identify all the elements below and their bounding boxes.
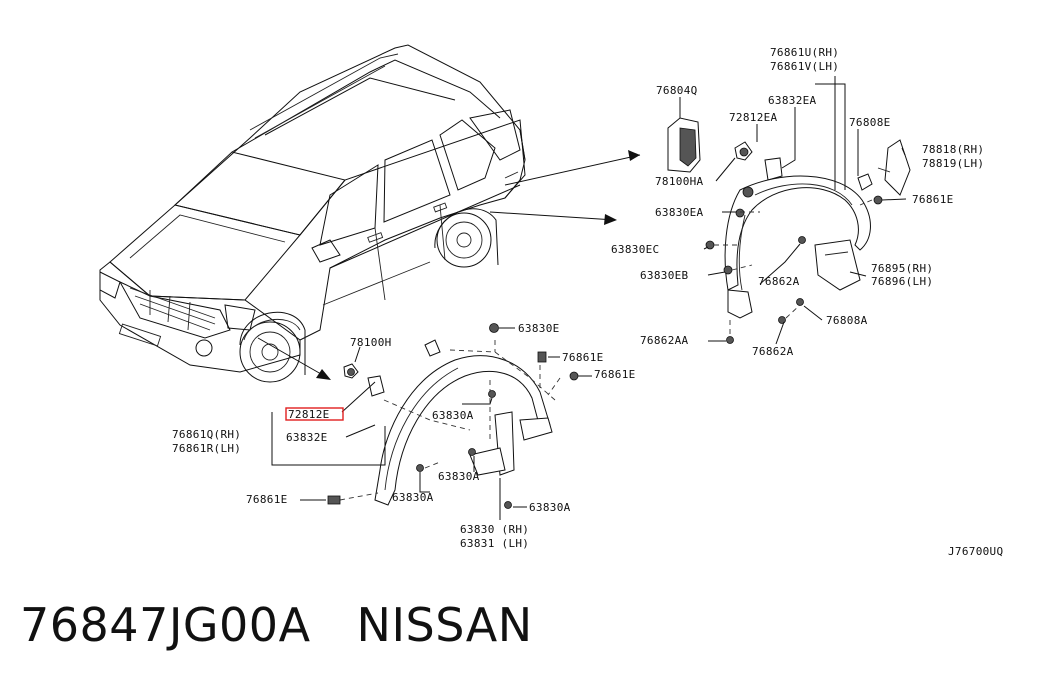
callout-63830a-right: 63830A [529,501,571,514]
callout-63830a-lower: 63830A [392,491,434,504]
callout-63832ea: 63832EA [768,94,817,107]
callout-76861e-left: 76861E [246,493,288,506]
callout-63830e: 63830E [518,322,560,335]
callout-63830a-mid: 63830A [438,470,480,483]
callout-76862a-bottom: 76862A [752,345,794,358]
callout-78819: 78819(LH) [922,157,984,170]
callout-76895: 76895(RH) [871,262,933,275]
callout-76861e-mid: 76861E [594,368,636,381]
callout-76861e-rear: 76861E [912,193,954,206]
callout-63830a-top: 63830A [432,409,474,422]
callout-76808a: 76808A [826,314,868,327]
rear-fender-assembly [667,117,911,344]
vehicle-illustration [99,44,641,383]
brand-name: NISSAN [356,598,533,652]
callout-63832e: 63832E [286,431,328,444]
callout-72812e: 72812E [288,408,330,421]
diagram-code: J76700UQ [948,545,1003,558]
callout-labels: 76861U(RH) 76861V(LH) 76804Q 63832EA 728… [172,46,1003,558]
callout-72812ea: 72812EA [729,111,778,124]
callout-76861v: 76861V(LH) [770,60,839,73]
callout-78100ha: 78100HA [655,175,704,188]
callout-76862aa: 76862AA [640,334,689,347]
callout-76896: 76896(LH) [871,275,933,288]
callout-78100h: 78100H [350,336,392,349]
front-fender-assembly [327,323,579,509]
front-leader-lines [271,327,592,520]
highlight-box [285,407,344,421]
callout-76862a-right: 76862A [758,275,800,288]
callout-76861r: 76861R(LH) [172,442,241,455]
callout-63830ea: 63830EA [655,206,704,219]
callout-76804q: 76804Q [656,84,698,97]
callout-63830eb: 63830EB [640,269,689,282]
callout-76861e-top: 76861E [562,351,604,364]
callout-63830-rh: 63830 (RH) [460,523,529,536]
callout-63830ec: 63830EC [611,243,659,256]
rear-leader-lines [679,76,907,345]
callout-76861u: 76861U(RH) [770,46,839,59]
part-number: 76847JG00A [20,598,311,652]
callout-76808e: 76808E [849,116,891,129]
callout-78818: 78818(RH) [922,143,984,156]
callout-76861q: 76861Q(RH) [172,428,241,441]
callout-63831-lh: 63831 (LH) [460,537,529,550]
part-caption: 76847JG00A NISSAN [20,598,533,652]
